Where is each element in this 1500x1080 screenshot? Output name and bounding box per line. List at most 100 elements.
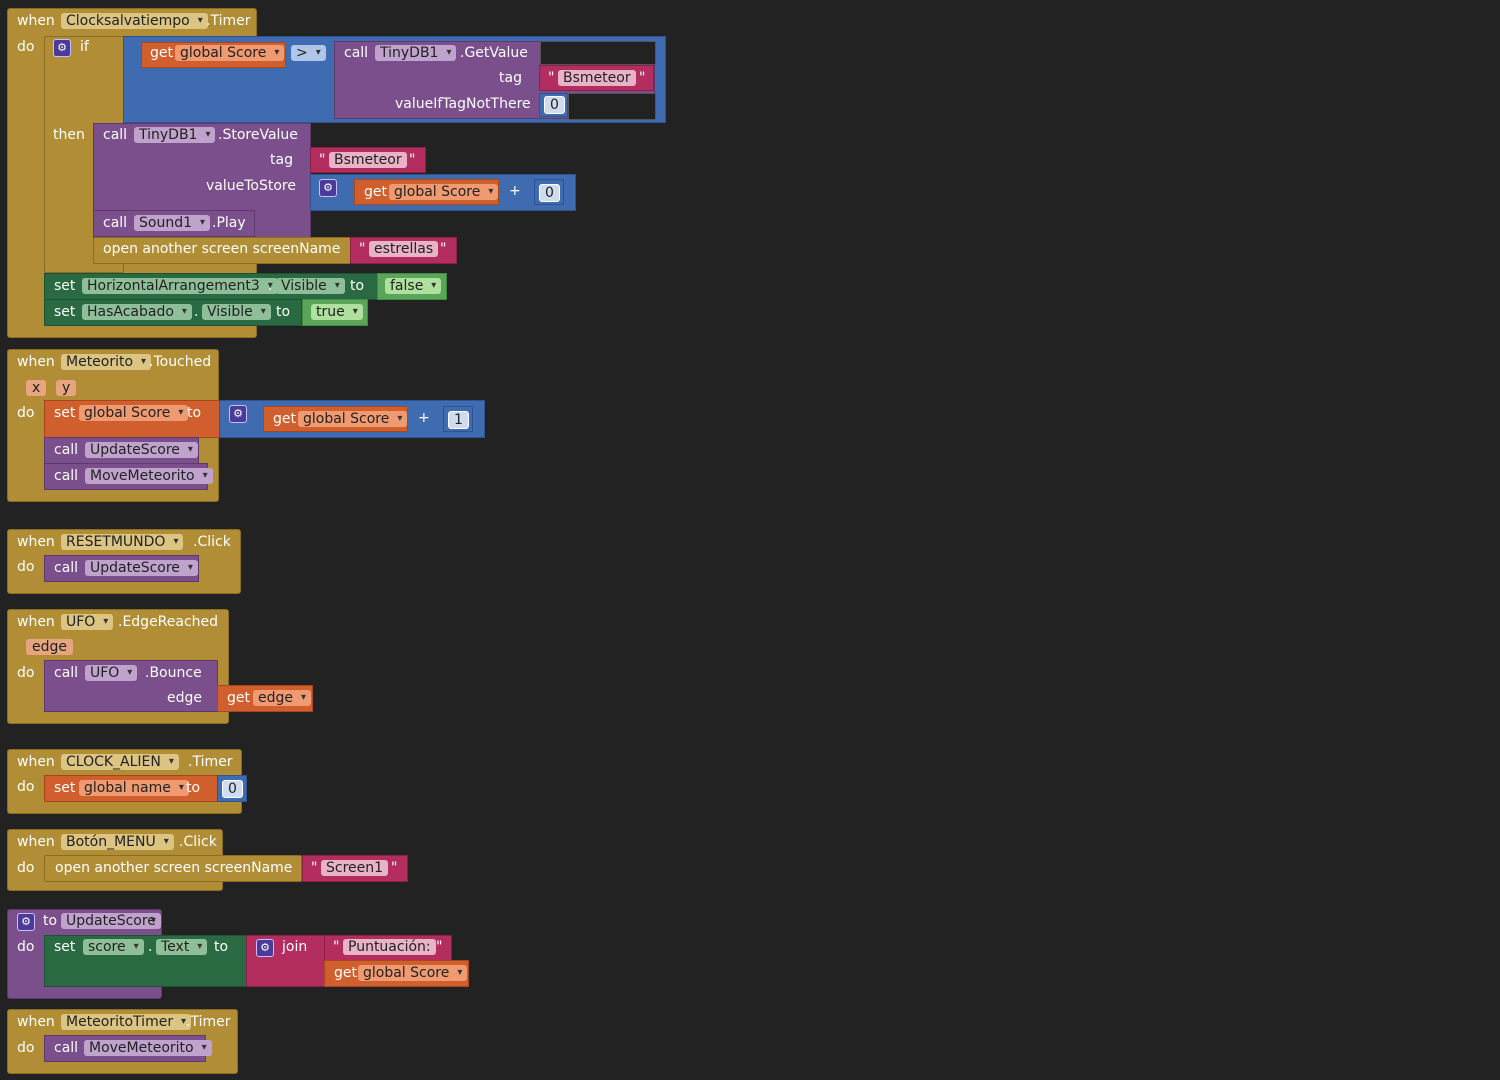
procedure-name[interactable]: UpdateScore (61, 913, 161, 929)
to-label: to (214, 939, 229, 955)
when-label: when (17, 834, 55, 850)
call-label: call (344, 45, 369, 61)
number-value[interactable]: 0 (222, 780, 243, 798)
property-dropdown[interactable]: Visible (276, 278, 345, 294)
to-label: to (187, 405, 202, 421)
mutator-gear-icon[interactable]: ⚙ (53, 39, 71, 57)
operator-dropdown[interactable]: > (291, 45, 326, 61)
to-label: to (350, 278, 365, 294)
event-name: .EdgeReached (118, 614, 219, 630)
string-value[interactable]: Puntuación: (343, 939, 436, 955)
component-dropdown[interactable]: CLOCK_ALIEN (61, 754, 179, 770)
number-value[interactable]: 0 (544, 96, 565, 114)
to-label: to (43, 913, 58, 929)
component-dropdown[interactable]: UFO (61, 614, 114, 630)
when-label: when (17, 354, 55, 370)
string-value[interactable]: estrellas (369, 241, 439, 257)
open-screen-block[interactable] (44, 855, 302, 882)
quote-open: " (359, 241, 366, 257)
mutator-gear-icon[interactable]: ⚙ (319, 179, 337, 197)
getvalue-gap2 (568, 93, 656, 120)
get-label: get (364, 184, 387, 200)
do-label: do (17, 860, 35, 876)
then-label: then (53, 127, 85, 143)
event-name: .Timer (186, 1014, 231, 1030)
component-dropdown[interactable]: score (83, 939, 144, 955)
method-name: .GetValue (460, 45, 528, 61)
procedure-dropdown[interactable]: MoveMeteorito (85, 468, 213, 484)
plus-label: + (509, 183, 521, 199)
variable-dropdown[interactable]: edge (253, 690, 311, 706)
property-dropdown[interactable]: Text (156, 939, 208, 955)
getvalue-gap (540, 41, 656, 65)
edge-label: edge (167, 690, 202, 706)
variable-dropdown[interactable]: global Score (298, 411, 408, 427)
mutator-gear-icon[interactable]: ⚙ (256, 939, 274, 957)
tag-label: tag (270, 152, 293, 168)
get-label: get (227, 690, 250, 706)
call-label: call (54, 442, 79, 458)
db-dropdown[interactable]: TinyDB1 (375, 45, 457, 61)
variable-dropdown[interactable]: global Score (175, 45, 285, 61)
if-label: if (80, 39, 89, 55)
quote-close: " (409, 152, 416, 168)
call-label: call (103, 127, 128, 143)
number-value[interactable]: 0 (539, 184, 560, 202)
when-label: when (17, 754, 55, 770)
set-score-text-block[interactable] (44, 935, 248, 987)
call-label: call (54, 1040, 79, 1056)
event-name: .Click (193, 534, 231, 550)
variable-dropdown[interactable]: global Score (79, 405, 189, 421)
when-label: when (17, 534, 55, 550)
set-label: set (54, 780, 76, 796)
when-label: when (17, 13, 55, 29)
param-y[interactable]: y (56, 380, 77, 396)
component-dropdown[interactable]: HasAcabado (82, 304, 192, 320)
mutator-gear-icon[interactable]: ⚙ (17, 913, 35, 931)
quote-close: " (391, 860, 398, 876)
mutator-gear-icon[interactable]: ⚙ (229, 405, 247, 423)
do-label: do (17, 779, 35, 795)
property-dropdown[interactable]: Visible (202, 304, 271, 320)
param-edge[interactable]: edge (26, 639, 73, 655)
quote-open: " (319, 152, 326, 168)
to-label: to (186, 780, 201, 796)
method-name: .StoreValue (218, 127, 298, 143)
param-x[interactable]: x (26, 380, 47, 396)
string-value[interactable]: Bsmeteor (329, 152, 407, 168)
procedure-dropdown[interactable]: UpdateScore (85, 560, 198, 576)
string-value[interactable]: Bsmeteor (558, 70, 636, 86)
boolean-dropdown[interactable]: false (385, 278, 442, 294)
when-label: when (17, 1014, 55, 1030)
quote-open: " (311, 860, 318, 876)
open-screen-block[interactable] (93, 237, 351, 264)
number-value[interactable]: 1 (448, 411, 469, 429)
component-dropdown[interactable]: RESETMUNDO (61, 534, 184, 550)
value-if-not-there-label: valueIfTagNotThere (395, 96, 531, 112)
procedure-dropdown[interactable]: MoveMeteorito (84, 1040, 212, 1056)
db-dropdown[interactable]: TinyDB1 (134, 127, 216, 143)
component-dropdown[interactable]: Botón_MENU (61, 834, 174, 850)
call-label: call (54, 665, 79, 681)
component-dropdown[interactable]: HorizontalArrangement3 (82, 278, 278, 294)
string-value[interactable]: Screen1 (321, 860, 389, 876)
quote-open: " (333, 939, 340, 955)
when-label: when (17, 614, 55, 630)
procedure-dropdown[interactable]: UpdateScore (85, 442, 198, 458)
dot-label: . (148, 939, 153, 955)
method-name: .Bounce (145, 665, 202, 681)
do-label: do (17, 405, 35, 421)
component-dropdown[interactable]: Meteorito (61, 354, 152, 370)
sound-dropdown[interactable]: Sound1 (134, 215, 210, 231)
component-dropdown[interactable]: UFO (85, 665, 138, 681)
set-label: set (54, 278, 76, 294)
variable-dropdown[interactable]: global name (79, 780, 189, 796)
open-screen-label: open another screen screenName (103, 241, 341, 257)
do-label: do (17, 559, 35, 575)
component-dropdown[interactable]: Clocksalvatiempo (61, 13, 208, 29)
variable-dropdown[interactable]: global Score (389, 184, 499, 200)
variable-dropdown[interactable]: global Score (358, 965, 468, 981)
boolean-dropdown[interactable]: true (311, 304, 363, 320)
component-dropdown[interactable]: MeteoritoTimer (61, 1014, 192, 1030)
open-screen-label: open another screen screenName (55, 860, 293, 876)
